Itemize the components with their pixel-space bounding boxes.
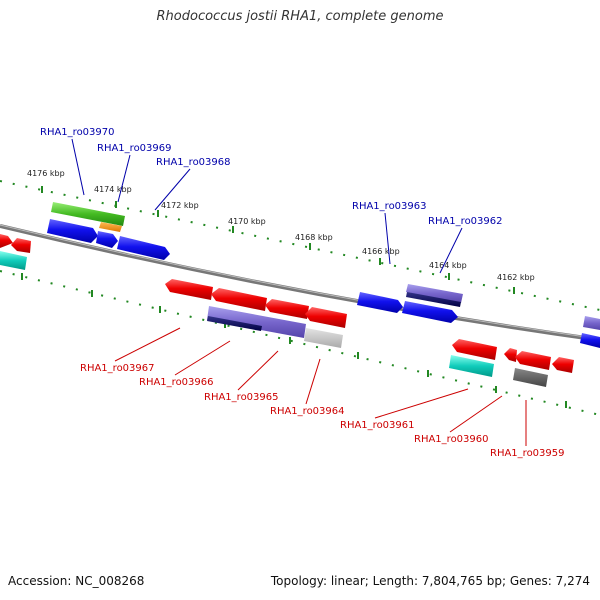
tick-label: 4174 kbp [94,185,132,194]
accession-text: Accession: NC_008268 [8,574,145,588]
gene-ro03963[interactable] [357,292,403,313]
gene-label: RHA1_ro03961 [340,420,415,431]
gene-ro03959[interactable] [552,357,574,373]
tick-label: 4164 kbp [429,261,467,270]
gene-ro03967[interactable] [165,279,213,300]
gene-ro03966[interactable] [211,288,267,311]
gene-label: RHA1_ro03967 [80,363,155,374]
gene-reverse-edge[interactable] [0,251,27,270]
gene-ro03962-part[interactable] [406,292,461,307]
forward-leaders [71,138,463,274]
gene-ro03970[interactable] [51,202,125,226]
gene-ro03959-part[interactable] [513,368,548,387]
tick-label: 4168 kbp [295,233,333,242]
genome-backbone [0,224,600,342]
gene-forward[interactable] [47,219,98,243]
gene-reverse-edge[interactable] [11,238,31,253]
gene-forward-edge[interactable] [580,333,600,348]
gene-reverse-edge[interactable] [0,234,13,248]
forward-label-group: RHA1_ro03970 RHA1_ro03969 RHA1_ro03968 R… [40,127,503,227]
gene-label: RHA1_ro03966 [139,377,214,388]
gene-label: RHA1_ro03959 [490,448,565,459]
tick-labels: 4176 kbp 4174 kbp 4172 kbp 4170 kbp 4168… [27,169,535,282]
tick-label: 4176 kbp [27,169,65,178]
gene-label: RHA1_ro03970 [40,127,115,138]
gene-ro03965[interactable] [265,299,309,319]
genome-summary-text: Topology: linear; Length: 7,804,765 bp; … [270,574,590,588]
gene-ro03962[interactable] [406,284,463,303]
gene-forward-edge[interactable] [583,316,600,330]
gene-ro03964[interactable] [305,307,347,328]
gene-label: RHA1_ro03964 [270,406,345,417]
forward-genes [47,202,600,348]
major-ticks-inner [21,273,567,408]
map-title: Rhodococcus jostii RHA1, complete genome [156,9,444,24]
reverse-label-group: RHA1_ro03967 RHA1_ro03966 RHA1_ro03965 R… [80,363,565,459]
gene-label: RHA1_ro03969 [97,143,172,154]
gene-label: RHA1_ro03962 [428,216,503,227]
gene-ro03961[interactable] [452,339,497,360]
gene-ro03968[interactable] [117,236,170,260]
gene-ro03964-part[interactable] [304,328,343,348]
gene-ro03960[interactable] [515,351,551,370]
gene-forward[interactable] [402,301,458,323]
gene-label: RHA1_ro03960 [414,434,489,445]
gene-label: RHA1_ro03968 [156,157,231,168]
tick-label: 4170 kbp [228,217,266,226]
tick-label: 4162 kbp [497,273,535,282]
reverse-genes [0,234,574,387]
gene-ro03966-part[interactable] [207,306,306,338]
gene-reverse[interactable] [504,348,517,362]
gene-label: RHA1_ro03965 [204,392,279,403]
tick-label: 4166 kbp [362,247,400,256]
tick-label: 4172 kbp [161,201,199,210]
gene-ro03961-part[interactable] [449,355,494,377]
gene-label: RHA1_ro03963 [352,201,427,212]
tick-track-inner [0,270,600,416]
major-ticks-outer [41,186,515,294]
reverse-leaders [114,327,527,446]
gene-ro03969-small[interactable] [99,222,122,232]
gene-ro03966-part[interactable] [207,316,262,331]
gene-forward[interactable] [96,231,118,248]
